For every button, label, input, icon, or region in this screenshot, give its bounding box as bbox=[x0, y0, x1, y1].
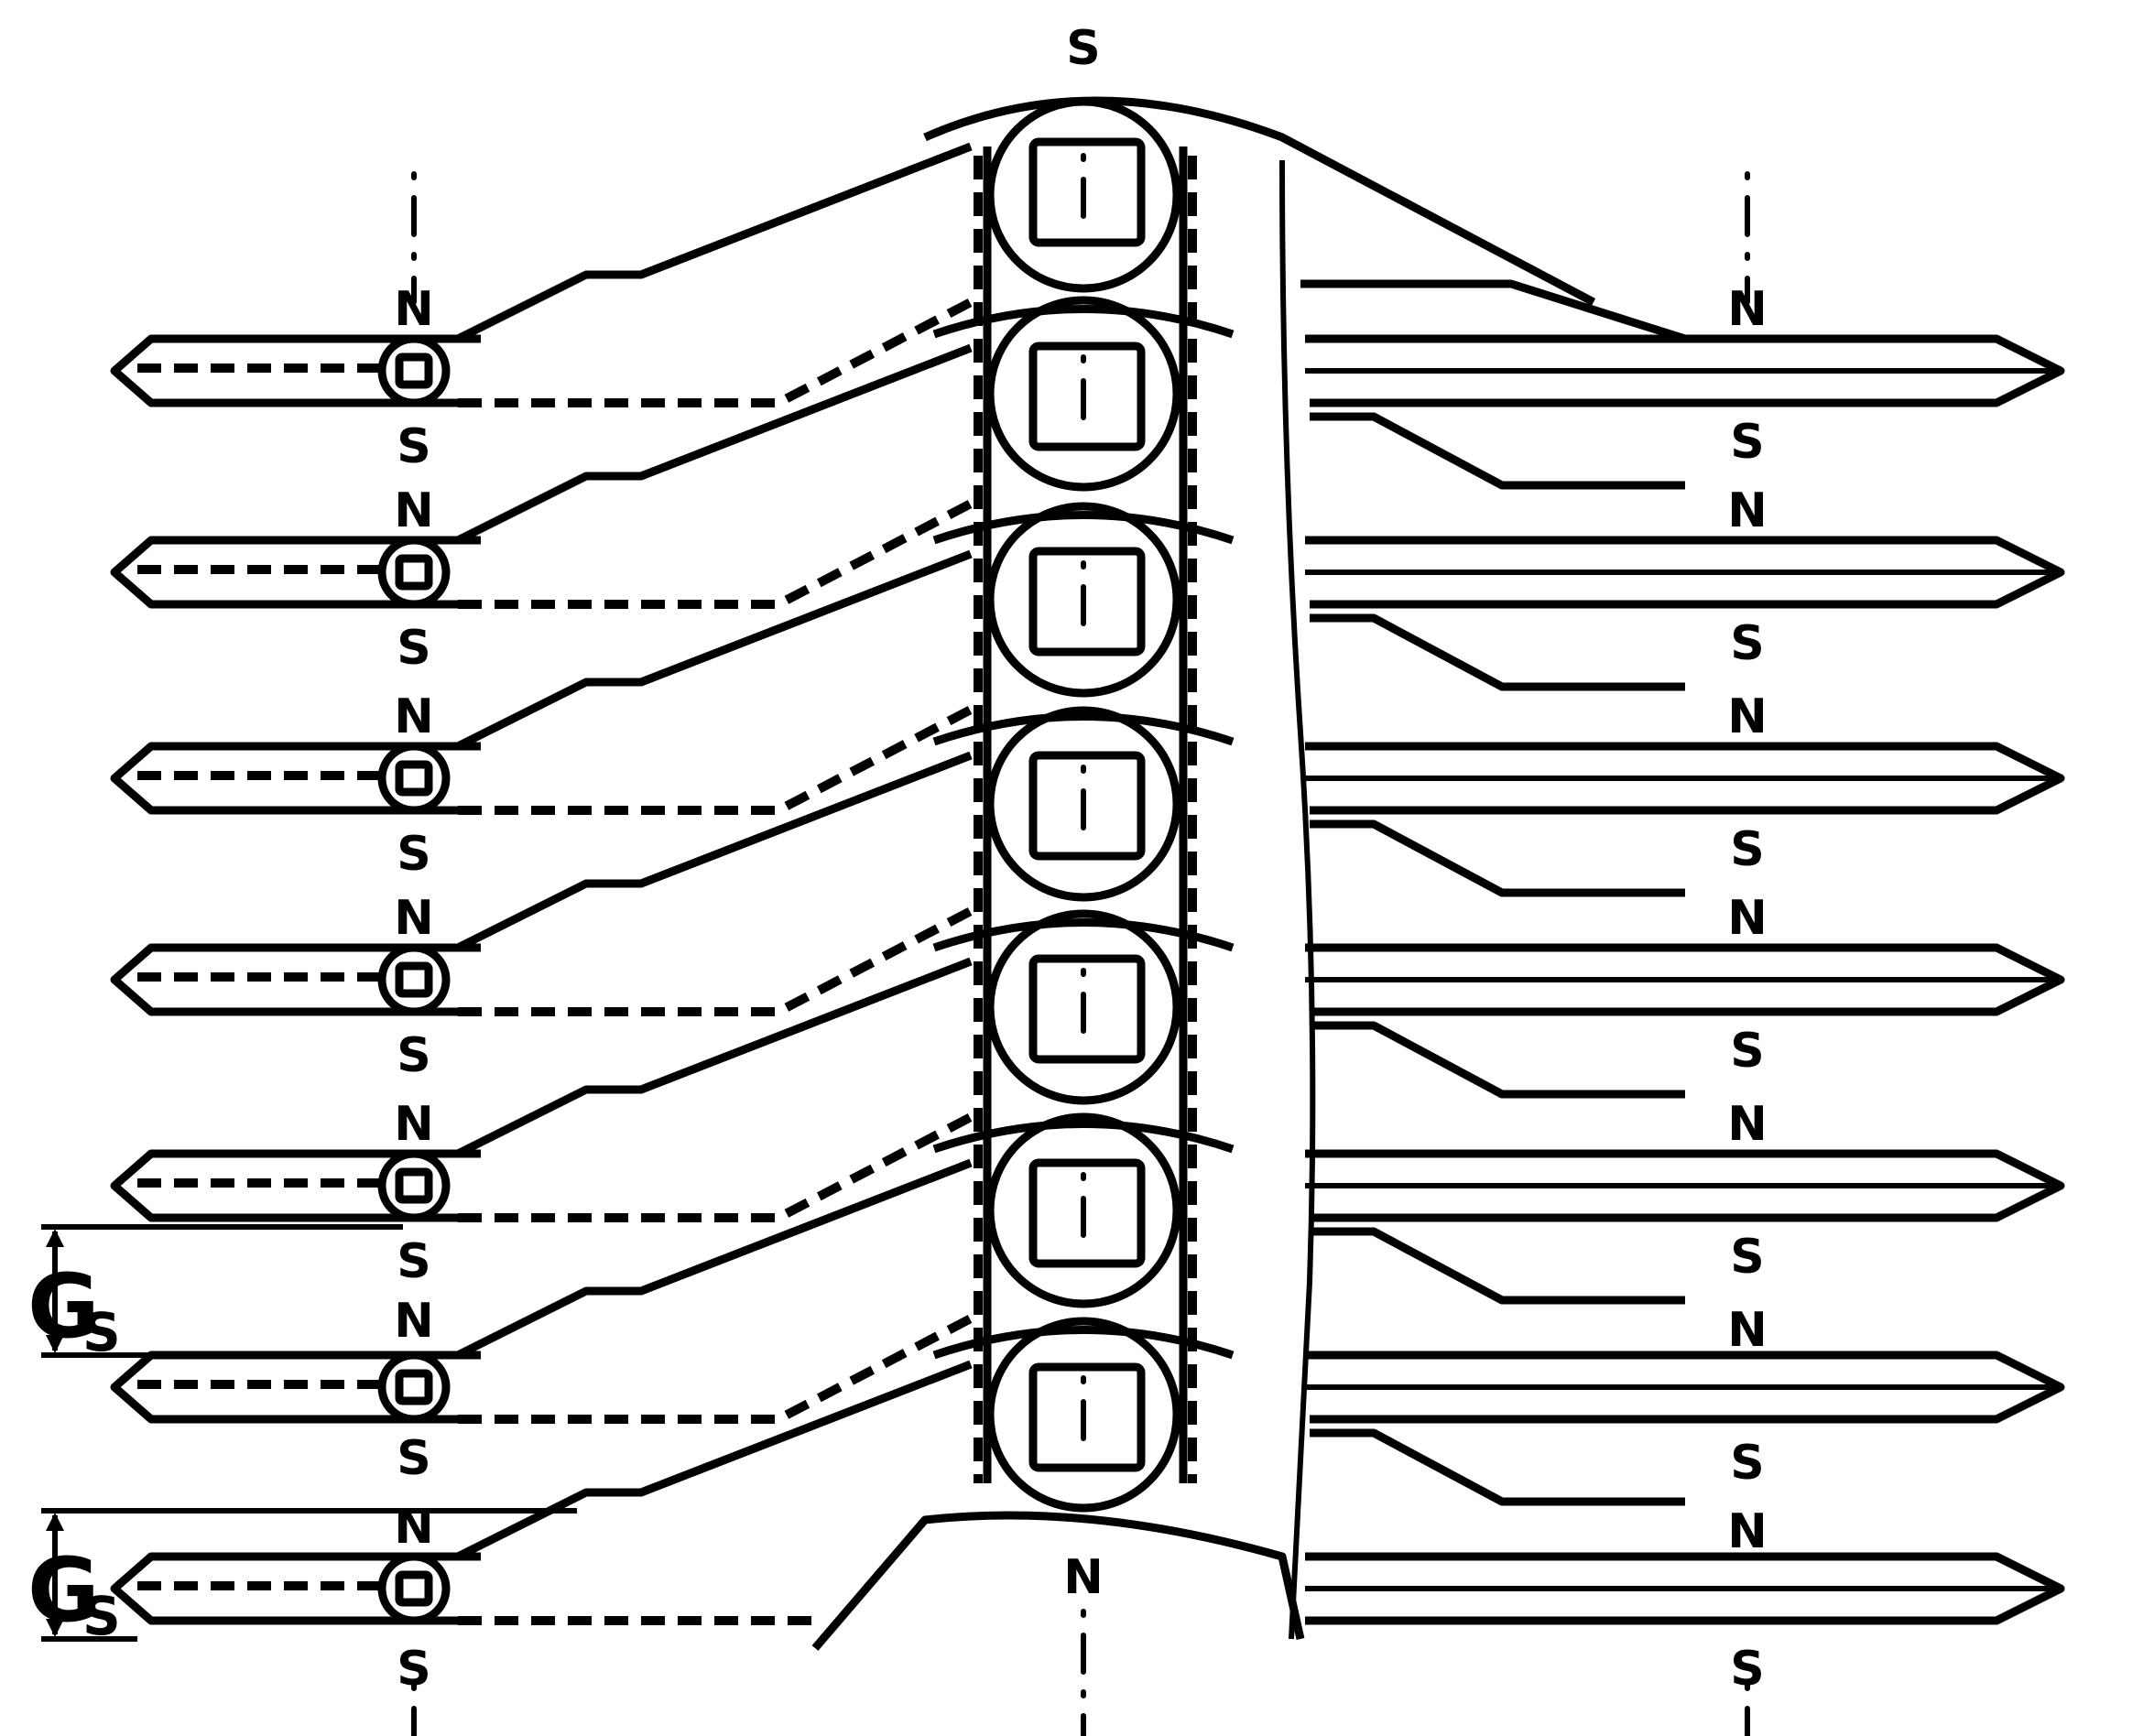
right-pole-label: N bbox=[1727, 891, 1768, 946]
left-pole-label: S bbox=[397, 621, 430, 676]
curved-boundary bbox=[1279, 159, 1316, 1640]
left-unit bbox=[110, 343, 974, 609]
right-pole-stack: N S N S N S N S N S N S N S bbox=[1300, 171, 2065, 1736]
pole-unit bbox=[932, 909, 1235, 1105]
dimension-label: G bbox=[27, 1255, 100, 1358]
left-pole-label: N bbox=[394, 282, 434, 337]
center-pole-stack: S N bbox=[811, 21, 1596, 1736]
dimension-subscript: S bbox=[82, 1301, 121, 1363]
pole-unit bbox=[932, 502, 1235, 698]
left-pole-label: N bbox=[394, 689, 434, 744]
bottom-cap-arc bbox=[811, 1511, 1305, 1651]
dimension-label: G bbox=[27, 1539, 100, 1642]
dimension-gs-upper: G S bbox=[27, 1224, 403, 1363]
dimension-gs-lower: G S bbox=[27, 1508, 577, 1647]
left-pole-label: S bbox=[397, 1642, 430, 1697]
right-pole-label: N bbox=[1727, 282, 1768, 337]
center-bottom-label: N bbox=[1063, 1550, 1104, 1605]
left-unit bbox=[110, 1360, 973, 1625]
left-pole-label: S bbox=[397, 1431, 430, 1486]
right-pole-label: S bbox=[1730, 1436, 1764, 1491]
right-pole-label: S bbox=[1730, 1230, 1764, 1285]
right-pole-label: N bbox=[1727, 483, 1768, 538]
left-pole-label: N bbox=[394, 1294, 434, 1349]
left-unit bbox=[110, 549, 974, 815]
right-pole-label: S bbox=[1730, 1642, 1764, 1697]
right-unit bbox=[1305, 742, 2065, 897]
right-pole-label: N bbox=[1727, 1303, 1768, 1358]
left-unit bbox=[110, 1158, 974, 1424]
left-pole-label: N bbox=[394, 1097, 434, 1152]
right-pole-label: S bbox=[1730, 616, 1764, 671]
right-unit bbox=[1305, 1149, 2065, 1305]
right-unit bbox=[1305, 1351, 2065, 1506]
right-unit bbox=[1305, 943, 2065, 1099]
right-unit-bottom bbox=[1305, 1552, 2065, 1625]
dimension-subscript: S bbox=[82, 1585, 121, 1647]
left-unit bbox=[110, 751, 974, 1016]
left-pole-label: S bbox=[397, 1028, 430, 1083]
left-pole-label: N bbox=[394, 891, 434, 946]
left-pole-label: S bbox=[397, 1234, 430, 1289]
right-unit bbox=[1300, 279, 2065, 490]
left-pole-stack: N S N S N S N S N S N S N S bbox=[110, 142, 974, 1736]
right-pole-label: N bbox=[1727, 1504, 1768, 1559]
pole-unit bbox=[932, 1317, 1235, 1513]
right-pole-label: S bbox=[1730, 415, 1764, 470]
right-pole-label: S bbox=[1730, 1024, 1764, 1079]
left-pole-label: S bbox=[397, 419, 430, 474]
pole-unit bbox=[932, 1112, 1235, 1308]
left-pole-label: S bbox=[397, 827, 430, 882]
left-unit bbox=[110, 957, 974, 1222]
pole-unit bbox=[985, 97, 1181, 293]
center-top-label: S bbox=[1066, 21, 1100, 76]
right-pole-label: S bbox=[1730, 822, 1764, 877]
pole-unit bbox=[932, 706, 1235, 902]
left-unit bbox=[110, 142, 974, 407]
right-unit bbox=[1305, 536, 2065, 691]
right-pole-label: N bbox=[1727, 689, 1768, 744]
right-pole-label: N bbox=[1727, 1097, 1768, 1152]
left-pole-label: N bbox=[394, 483, 434, 538]
pole-unit bbox=[932, 296, 1235, 492]
